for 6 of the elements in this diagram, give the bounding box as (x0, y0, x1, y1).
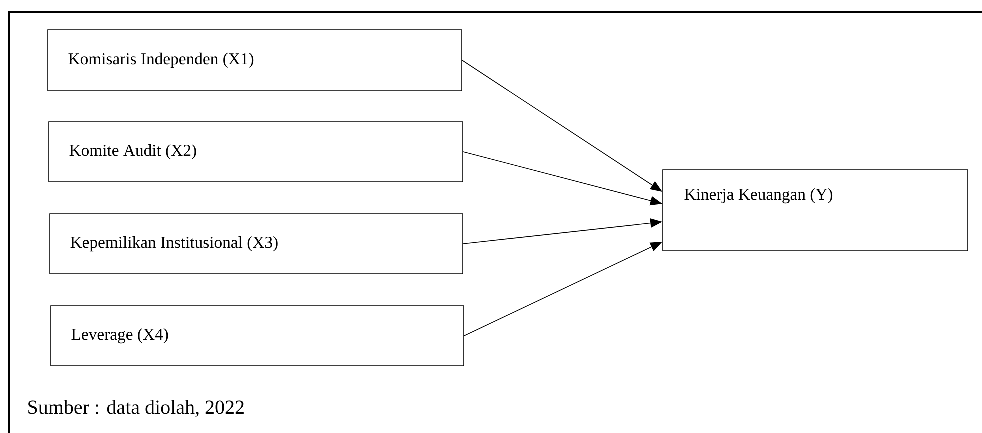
variable-box: Komite Audit (X2) (48, 122, 464, 182)
source-note: Sumber : data diolah, 2022 (28, 400, 244, 418)
variable-box: Leverage (X4) (50, 306, 464, 366)
variable-box: Kinerja Keuangan (Y) (662, 170, 968, 252)
variable-box: Komisaris Independen (X1) (48, 30, 462, 92)
variable-box: Kepemilikan Institusional (X3) (50, 214, 464, 274)
